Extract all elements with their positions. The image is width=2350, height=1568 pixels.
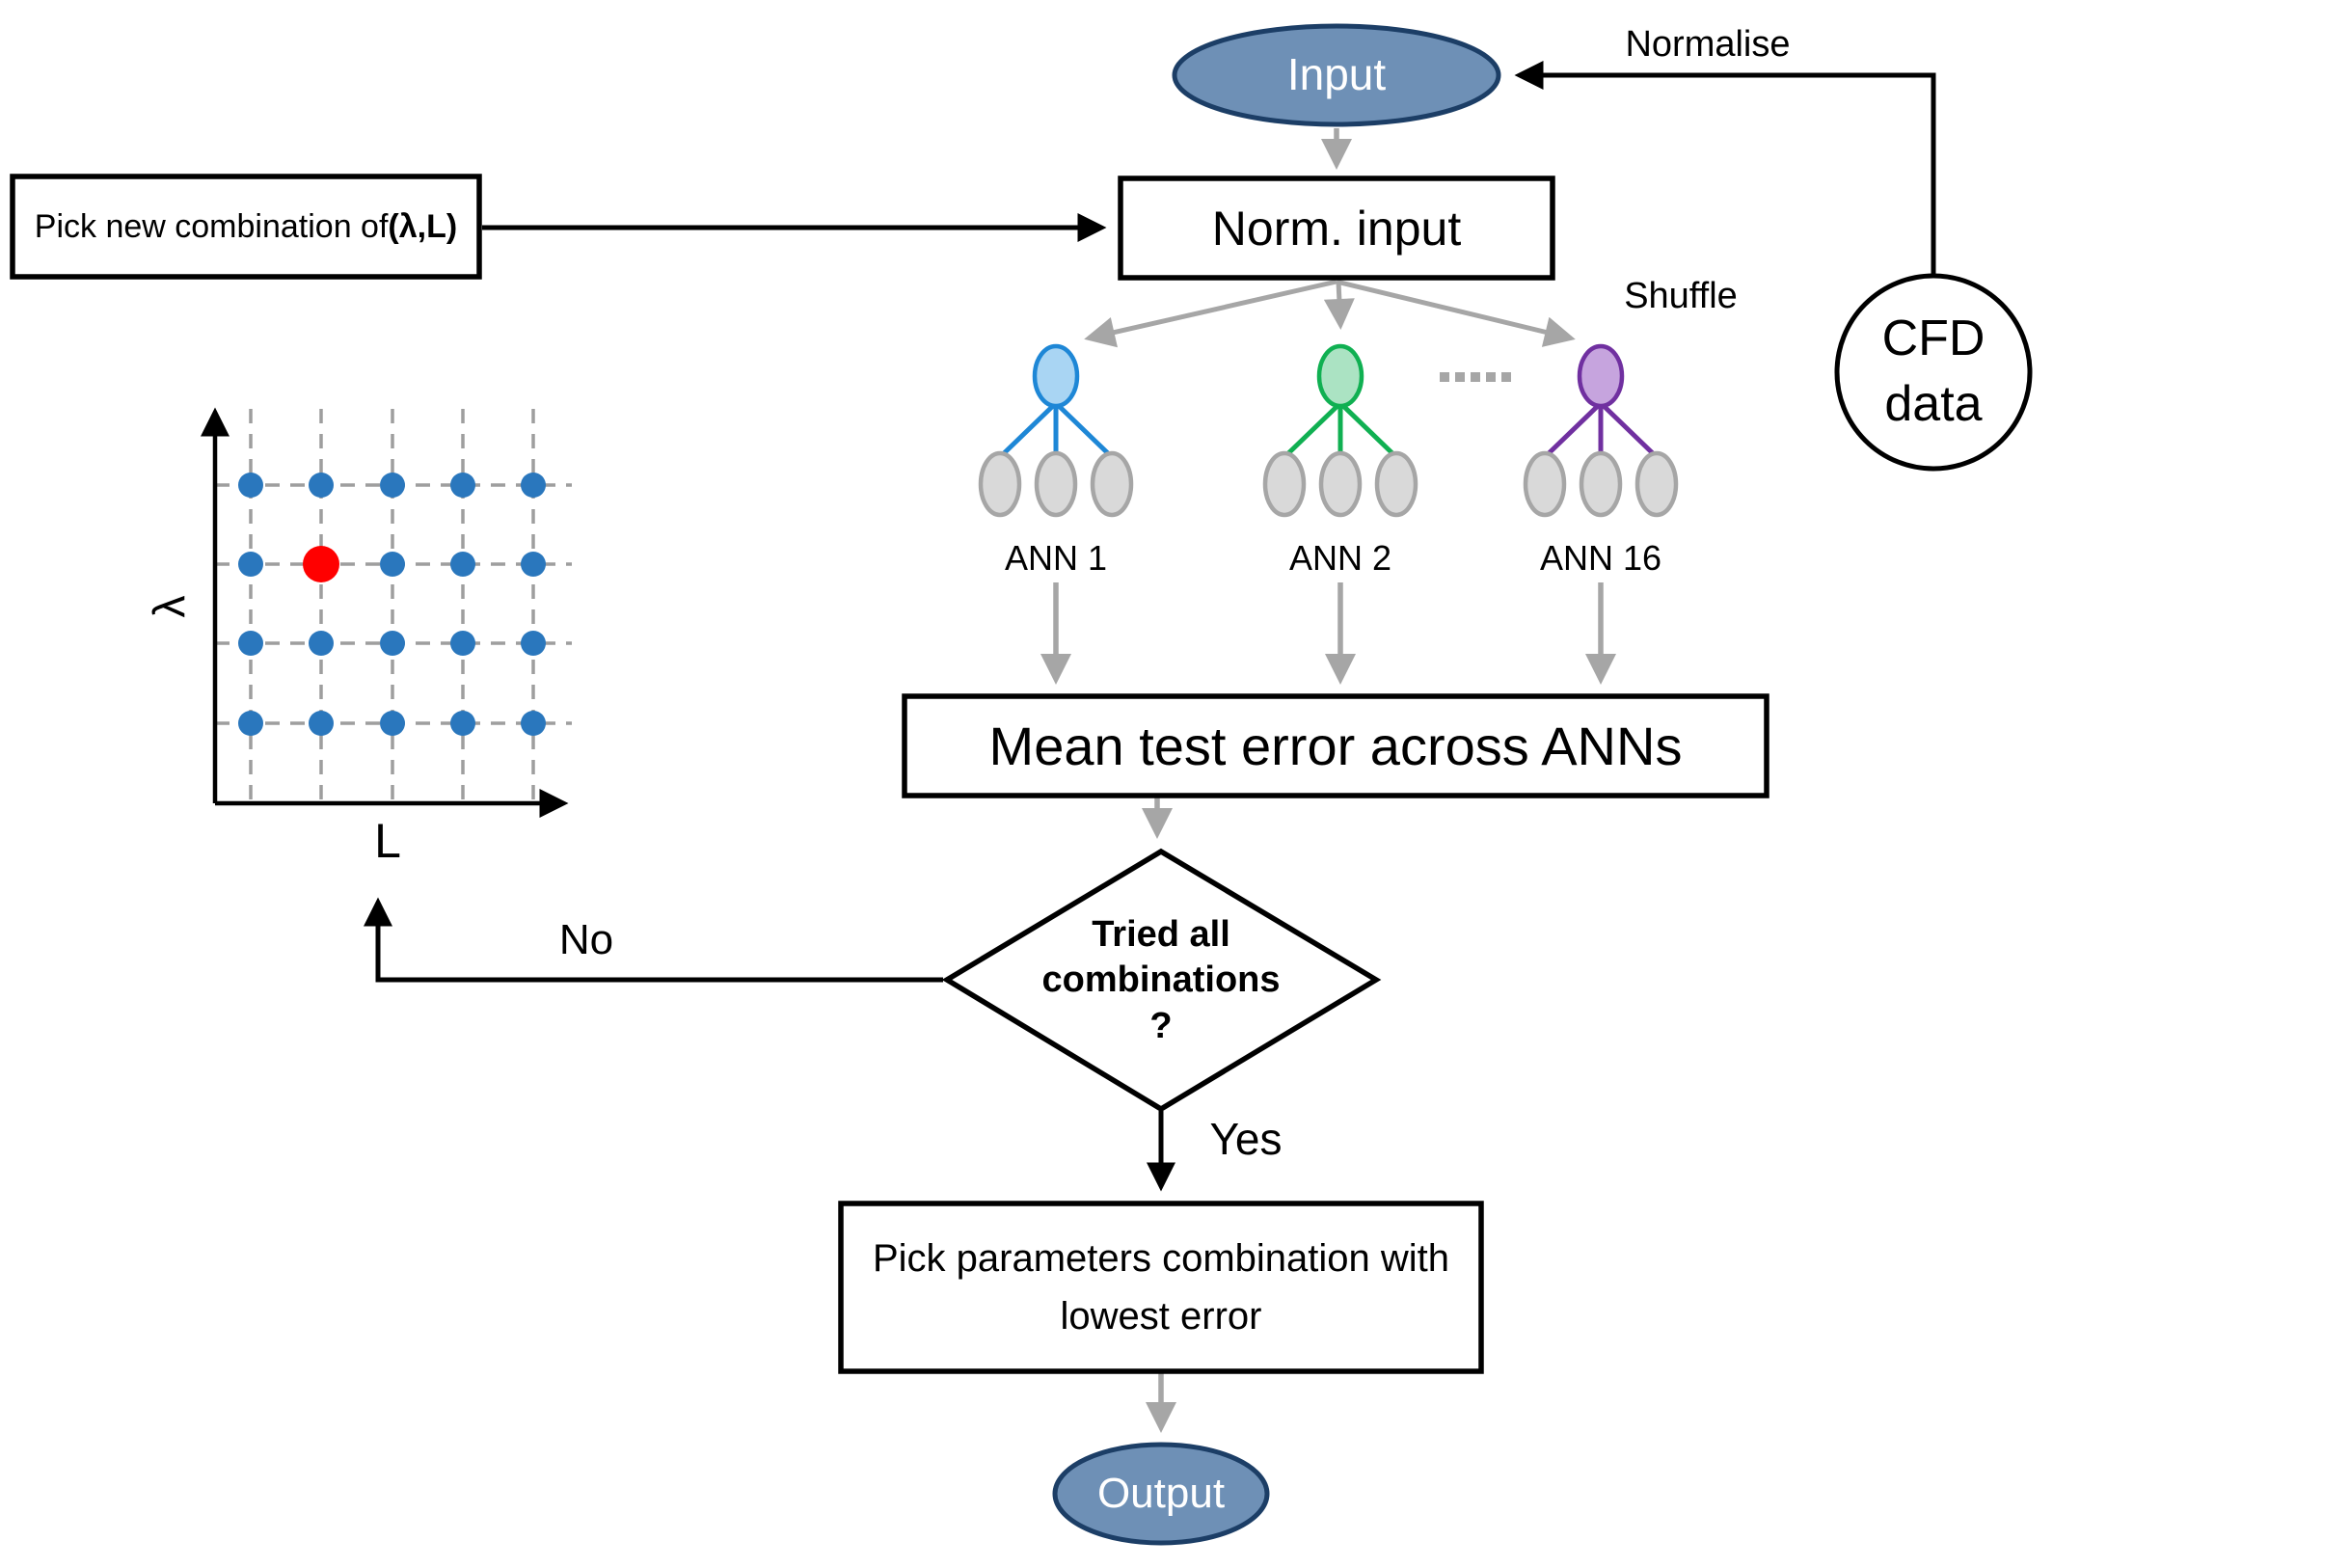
cfd-data-circle bbox=[1834, 273, 2033, 472]
grid-dot bbox=[380, 631, 405, 656]
ann-branch-line bbox=[998, 401, 1058, 459]
grid-y-axis-label: λ bbox=[144, 595, 195, 618]
norm-input-label: Norm. input bbox=[1211, 201, 1462, 256]
ann2-label: ANN 2 bbox=[1288, 538, 1392, 579]
grid-dot bbox=[521, 631, 546, 656]
grid-dots bbox=[238, 473, 546, 736]
grid-dot bbox=[521, 552, 546, 577]
pick-new-label: Pick new combination of (λ,L) bbox=[14, 177, 478, 276]
ann-glyph-2 bbox=[1262, 343, 1418, 518]
arrow-no-return bbox=[364, 897, 943, 983]
no-branch-label: No bbox=[558, 915, 614, 963]
cfd-data-label: CFD data bbox=[1881, 311, 1985, 432]
grid-dot bbox=[309, 631, 334, 656]
ann-leaf-node bbox=[1523, 450, 1567, 518]
input-terminal-oval bbox=[1172, 23, 1501, 127]
ellipsis-dot bbox=[1471, 372, 1480, 382]
ann-branch-line bbox=[1054, 401, 1114, 459]
arrow-cfd-to-input bbox=[1514, 61, 1936, 277]
ann-root-node bbox=[1316, 343, 1364, 409]
grid-dot bbox=[309, 711, 334, 736]
pick-new-text: Pick new combination of bbox=[34, 207, 389, 245]
ann-branch-line bbox=[1283, 401, 1342, 459]
ann-glyph-3 bbox=[1523, 343, 1679, 518]
ann-branch-line bbox=[1338, 401, 1398, 459]
ellipsis-dot bbox=[1455, 372, 1465, 382]
grid-dot bbox=[450, 473, 475, 498]
grid-dot bbox=[380, 711, 405, 736]
ann-leaf-node bbox=[978, 450, 1022, 518]
ann-leaf-node bbox=[1318, 450, 1363, 518]
decision-label: Tried all combinations ? bbox=[1041, 913, 1281, 1046]
ann-leaf-node bbox=[1374, 450, 1418, 518]
grid-dot bbox=[521, 711, 546, 736]
ann16-label: ANN 16 bbox=[1539, 538, 1662, 579]
pick-new-bold-text: (λ,L) bbox=[388, 207, 458, 245]
ann1-label: ANN 1 bbox=[1004, 538, 1108, 579]
output-terminal-oval bbox=[1052, 1442, 1270, 1546]
ann-branch-line bbox=[1599, 401, 1659, 459]
ann-leaf-node bbox=[1634, 450, 1679, 518]
pick-params-box bbox=[838, 1201, 1484, 1374]
grid-x-axis-label: L bbox=[374, 814, 401, 868]
grid-dot bbox=[380, 473, 405, 498]
ann-root-node bbox=[1032, 343, 1080, 409]
ellipsis-dot bbox=[1440, 372, 1449, 382]
arrow-norm-to-ann2 bbox=[1323, 281, 1355, 330]
grid-dot-selected bbox=[303, 546, 339, 582]
yes-branch-label: Yes bbox=[1209, 1114, 1283, 1165]
grid-dot bbox=[238, 473, 263, 498]
arrow-norm-to-ann1 bbox=[1084, 279, 1337, 348]
ann-leaf-node bbox=[1262, 450, 1307, 518]
grid-dot bbox=[238, 711, 263, 736]
grid-dot bbox=[450, 711, 475, 736]
mean-error-box bbox=[902, 693, 1769, 798]
grid-dot bbox=[450, 631, 475, 656]
decision-diamond bbox=[941, 848, 1382, 1113]
ann-leaf-node bbox=[1034, 450, 1078, 518]
grid-dot bbox=[238, 631, 263, 656]
input-label: Input bbox=[1286, 49, 1387, 100]
ann-glyph-1 bbox=[978, 343, 1134, 518]
shuffle-label: Shuffle bbox=[1624, 276, 1738, 317]
ann-root-node bbox=[1577, 343, 1625, 409]
ann-tree-glyphs bbox=[978, 343, 1679, 518]
grid-dot bbox=[380, 552, 405, 577]
ellipsis-dots-icon bbox=[1440, 372, 1511, 382]
arrow-norm-to-ann16 bbox=[1336, 279, 1576, 347]
ann-branch-line bbox=[1543, 401, 1603, 459]
mean-error-label: Mean test error across ANNs bbox=[988, 715, 1683, 776]
grid-dot bbox=[450, 552, 475, 577]
grid-dot bbox=[309, 473, 334, 498]
grid-dot bbox=[521, 473, 546, 498]
grid-dashed-lines bbox=[215, 409, 572, 803]
ann-leaf-node bbox=[1579, 450, 1623, 518]
pick-new-box bbox=[10, 174, 482, 280]
output-label: Output bbox=[1096, 1469, 1226, 1517]
ellipsis-dot bbox=[1486, 372, 1496, 382]
ellipsis-dot bbox=[1501, 372, 1511, 382]
grid-dot bbox=[238, 552, 263, 577]
normalise-label: Normalise bbox=[1625, 24, 1791, 66]
pick-params-label: Pick parameters combination with lowest … bbox=[872, 1237, 1450, 1338]
norm-input-box bbox=[1118, 176, 1555, 281]
ann-leaf-node bbox=[1090, 450, 1134, 518]
